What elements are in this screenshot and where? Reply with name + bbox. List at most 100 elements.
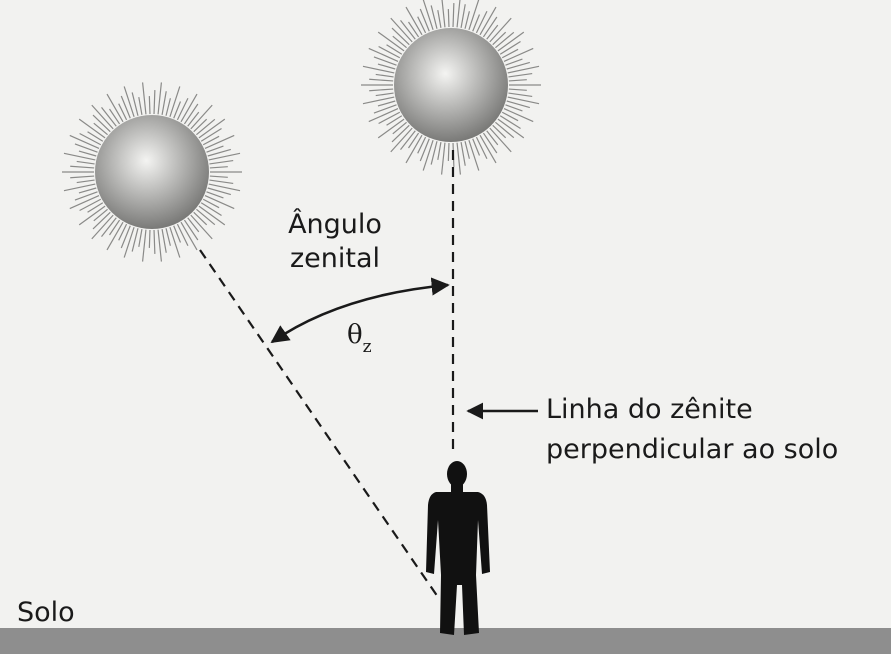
sun-ray xyxy=(489,17,512,43)
sun-ray xyxy=(101,107,117,127)
sun-ray xyxy=(157,229,163,262)
sun-ray xyxy=(183,103,199,125)
sun-ray xyxy=(206,191,224,199)
sun-ray xyxy=(79,198,102,212)
sun-ray xyxy=(69,195,100,210)
sun-ray xyxy=(93,208,108,222)
sun-ray xyxy=(501,111,519,122)
zenith-line-label: Linha do zênite perpendicular ao solo xyxy=(546,393,838,467)
sun-ray xyxy=(180,221,198,251)
sun-ray xyxy=(475,11,488,34)
sun-ray xyxy=(78,150,97,157)
sun-ray xyxy=(375,92,394,97)
sun-ray xyxy=(176,98,189,121)
zenith-angle-arc xyxy=(270,277,450,344)
angle-symbol: θ xyxy=(347,320,363,350)
sun-ray-line xyxy=(199,249,441,601)
sun-ray xyxy=(209,175,228,178)
sun-ray xyxy=(390,17,413,43)
sun-ray xyxy=(419,138,430,162)
sun-ray xyxy=(141,229,147,262)
sun-ray xyxy=(209,179,234,185)
sun-ray xyxy=(207,148,231,157)
sun-ray xyxy=(183,219,199,241)
sun-ray xyxy=(369,78,394,82)
sun-ray xyxy=(460,142,466,166)
sun-ray xyxy=(193,211,208,226)
zenith-label-line2: perpendicular ao solo xyxy=(546,433,839,465)
sun-ray xyxy=(437,10,442,28)
sun-ray xyxy=(468,139,480,171)
sun-ray xyxy=(70,175,95,179)
sun-ray xyxy=(508,92,533,98)
sun-ray xyxy=(207,187,231,196)
sun-ray xyxy=(165,228,171,246)
sun-ray xyxy=(123,86,135,118)
zenith-label-line1: Linha do zênite xyxy=(546,394,753,425)
sun-ray xyxy=(497,118,525,139)
sun-ray xyxy=(368,47,399,62)
sun-ray xyxy=(499,41,521,55)
sun-ray xyxy=(198,118,226,139)
sun-ray xyxy=(375,73,394,78)
sun-ray xyxy=(503,108,534,123)
sun-ray xyxy=(362,65,395,74)
sun-ray xyxy=(507,65,540,74)
sun-ray xyxy=(69,134,100,149)
sun-ray xyxy=(377,63,396,70)
sun-ray xyxy=(78,118,106,139)
sun-ray xyxy=(400,130,416,150)
sun-ray xyxy=(202,198,220,209)
sun-ray xyxy=(486,130,499,146)
sun-ray xyxy=(200,128,222,142)
sun-ray xyxy=(153,90,156,115)
sun-ray xyxy=(430,141,438,165)
sun-ray xyxy=(456,142,462,175)
sun-ray xyxy=(63,152,96,161)
angle-symbol-label: θz xyxy=(347,318,372,357)
sun-ray xyxy=(417,16,427,34)
sun-ray xyxy=(202,135,220,146)
sun-ray xyxy=(131,92,139,116)
sun-ray xyxy=(106,221,124,251)
sun-ray xyxy=(118,103,128,121)
sun-ray xyxy=(460,4,466,28)
sun-ray xyxy=(452,3,455,28)
sun-ray xyxy=(369,88,394,92)
angle-title-line2: zenital xyxy=(289,242,381,274)
sun-ray xyxy=(437,142,442,160)
sun-ray xyxy=(148,96,151,115)
sun-ray xyxy=(141,82,147,115)
person-silhouette-icon xyxy=(426,461,490,635)
sun-ray xyxy=(196,208,216,226)
sun-ray xyxy=(206,145,224,153)
sun-ray xyxy=(422,139,434,171)
sun-ray xyxy=(377,31,405,52)
sun-ray xyxy=(180,93,198,123)
sun-ray xyxy=(479,134,497,164)
sun-ray xyxy=(76,160,95,165)
ground-label: Solo xyxy=(17,597,75,628)
sun-ray xyxy=(447,9,450,28)
sun-icon xyxy=(62,82,242,262)
sun-ray xyxy=(78,187,97,194)
sun-ray xyxy=(161,91,167,115)
sun-ray xyxy=(377,118,405,139)
sun-ray xyxy=(482,132,498,154)
sun-ray xyxy=(422,0,434,31)
sun-ray xyxy=(148,229,151,248)
sun-ray xyxy=(482,16,498,38)
sun-ray xyxy=(204,134,235,149)
sun-ray xyxy=(196,118,216,136)
sun-ray xyxy=(176,223,189,246)
sun-ray xyxy=(497,31,525,52)
sun-ray xyxy=(362,96,395,105)
angle-subscript: z xyxy=(362,337,372,357)
sun-ray xyxy=(131,228,139,252)
sun-ray xyxy=(138,229,143,247)
sun-ray xyxy=(505,58,523,66)
sun-ray xyxy=(408,21,420,38)
sun-ray xyxy=(79,132,102,146)
sun-ray xyxy=(169,86,181,118)
